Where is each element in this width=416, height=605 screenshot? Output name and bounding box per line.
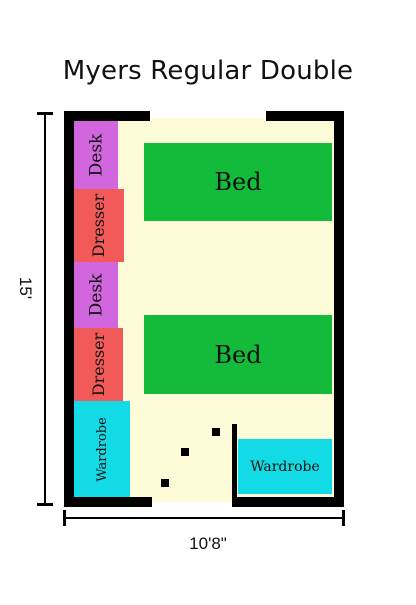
wall-bottom-left (64, 497, 152, 507)
wall-top-right (266, 111, 344, 121)
height-dimension-tick-bottom (37, 503, 53, 506)
wall-bottom-right (232, 497, 344, 507)
wardrobe-right: Wardrobe (238, 439, 332, 494)
desk-bottom: Desk (74, 262, 118, 328)
width-dimension-tick-right (342, 510, 345, 526)
height-dimension-label: 15' (16, 276, 35, 300)
door-swing-marker (161, 479, 169, 487)
wardrobe-right-label: Wardrobe (250, 458, 320, 475)
dresser-top: Dresser (74, 189, 124, 262)
bed-bottom: Bed (144, 315, 332, 394)
height-dimension-label-wrap: 15' (10, 276, 40, 300)
wall-right (334, 111, 344, 507)
height-dimension-tick-top (37, 112, 53, 115)
width-dimension-label: 10'8" (189, 534, 227, 553)
bed-top-label: Bed (214, 168, 262, 196)
wardrobe-left-label: Wardrobe (94, 416, 110, 482)
desk-top-label: Desk (86, 133, 106, 177)
width-dimension-tick-left (63, 510, 66, 526)
page-title: Myers Regular Double (62, 56, 354, 86)
wardrobe-left: Wardrobe (74, 401, 130, 497)
bed-top: Bed (144, 143, 332, 221)
wall-top-left (64, 111, 150, 121)
bed-bottom-label: Bed (214, 340, 262, 369)
door-swing-marker (181, 448, 189, 456)
dresser-top-label: Dresser (89, 193, 109, 258)
height-dimension-line (44, 113, 46, 505)
desk-bottom-label: Desk (86, 273, 106, 317)
wall-left (64, 111, 74, 507)
dresser-bottom-label: Dresser (89, 332, 109, 397)
desk-top: Desk (74, 121, 118, 189)
door-swing-marker (212, 428, 220, 436)
width-dimension-line (64, 517, 344, 519)
door-jamb (232, 424, 237, 504)
dresser-bottom: Dresser (74, 328, 123, 401)
